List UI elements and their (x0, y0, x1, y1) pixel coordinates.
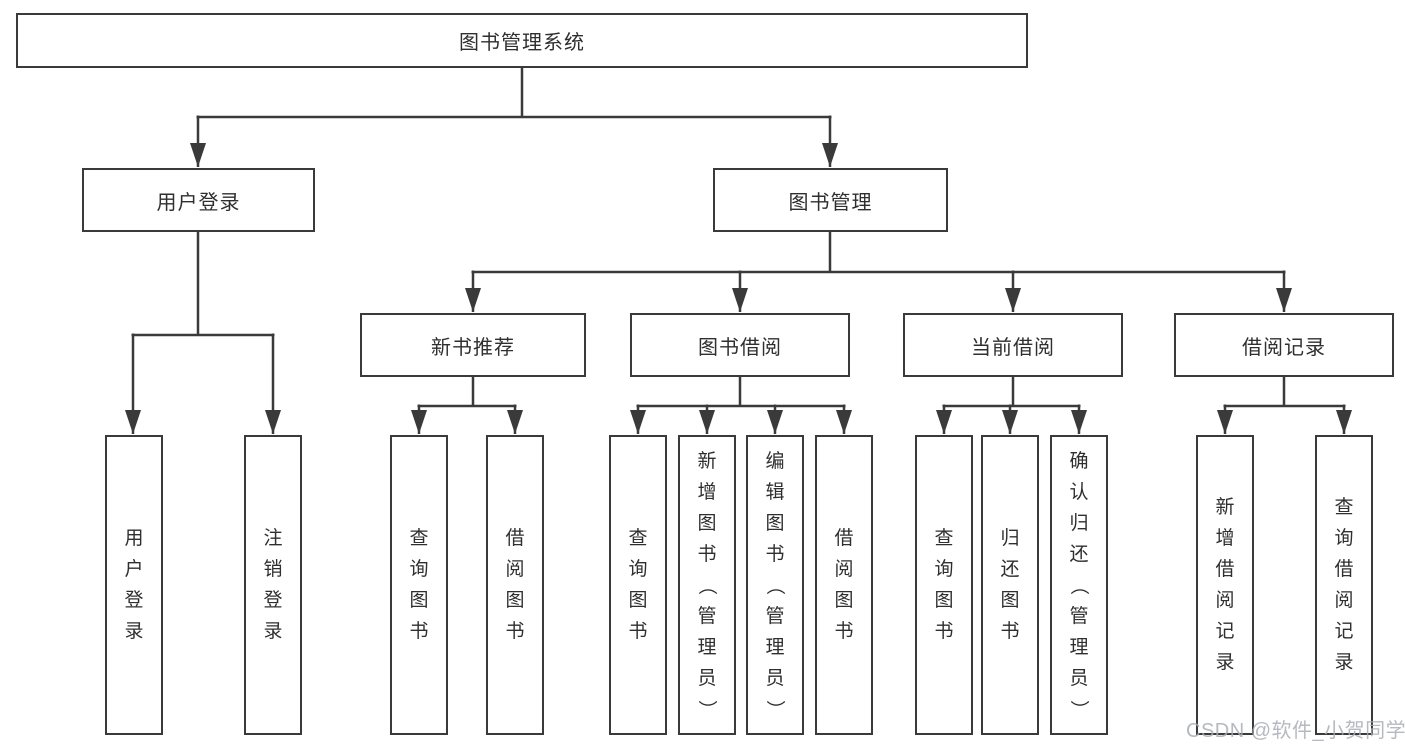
node-book-management: 图书管理 (713, 168, 948, 232)
node-borrow-records: 借阅记录 (1174, 313, 1394, 377)
leaf-borrow-books-1-label: 借阅图书 (505, 528, 525, 642)
leaf-query-borrow-record: 查询借阅记录 (1315, 435, 1373, 735)
leaf-logout-login-label: 注销登录 (263, 528, 283, 642)
node-current-borrowing-label: 当前借阅 (971, 336, 1055, 359)
leaf-query-books-2: 查询图书 (609, 435, 667, 735)
leaf-return-book-label: 归还图书 (1000, 528, 1020, 642)
leaf-add-borrow-record: 新增借阅记录 (1196, 435, 1254, 735)
leaf-query-books-1-label: 查询图书 (409, 528, 429, 642)
node-user-login: 用户登录 (82, 168, 315, 232)
leaf-query-books-3-label: 查询图书 (934, 528, 954, 642)
node-user-login-label: 用户登录 (156, 191, 241, 214)
node-library-system: 图书管理系统 (16, 13, 1028, 68)
leaf-confirm-return-admin: 确认归还（管理员） (1050, 435, 1108, 735)
leaf-user-login: 用户登录 (105, 435, 163, 735)
leaf-logout-login: 注销登录 (244, 435, 302, 735)
leaf-query-borrow-record-label: 查询借阅记录 (1334, 497, 1354, 673)
node-borrow-records-label: 借阅记录 (1242, 336, 1326, 359)
node-book-management-label: 图书管理 (788, 191, 873, 214)
node-new-book-recommend-label: 新书推荐 (431, 336, 515, 359)
leaf-query-books-3: 查询图书 (915, 435, 973, 735)
node-current-borrowing: 当前借阅 (903, 313, 1123, 377)
leaf-add-borrow-record-label: 新增借阅记录 (1215, 497, 1235, 673)
leaf-query-books-2-label: 查询图书 (628, 528, 648, 642)
leaf-confirm-return-admin-label: 确认归还（管理员） (1068, 450, 1090, 719)
node-new-book-recommend: 新书推荐 (360, 313, 586, 377)
node-book-borrowing: 图书借阅 (630, 313, 850, 377)
node-book-borrowing-label: 图书借阅 (698, 336, 782, 359)
leaf-edit-book-admin-label: 编辑图书（管理员） (764, 450, 786, 719)
leaf-edit-book-admin: 编辑图书（管理员） (746, 435, 804, 735)
leaf-user-login-label: 用户登录 (124, 528, 144, 642)
leaf-borrow-books-1: 借阅图书 (486, 435, 544, 735)
node-library-system-label: 图书管理系统 (459, 32, 585, 54)
leaf-borrow-books-2: 借阅图书 (815, 435, 873, 735)
leaf-query-books-1: 查询图书 (390, 435, 448, 735)
leaf-return-book: 归还图书 (981, 435, 1039, 735)
watermark: CSDN @软件_小贺同学 (1186, 720, 1405, 742)
leaf-add-book-admin: 新增图书（管理员） (678, 435, 736, 735)
leaf-borrow-books-2-label: 借阅图书 (834, 528, 854, 642)
leaf-add-book-admin-label: 新增图书（管理员） (696, 450, 718, 719)
